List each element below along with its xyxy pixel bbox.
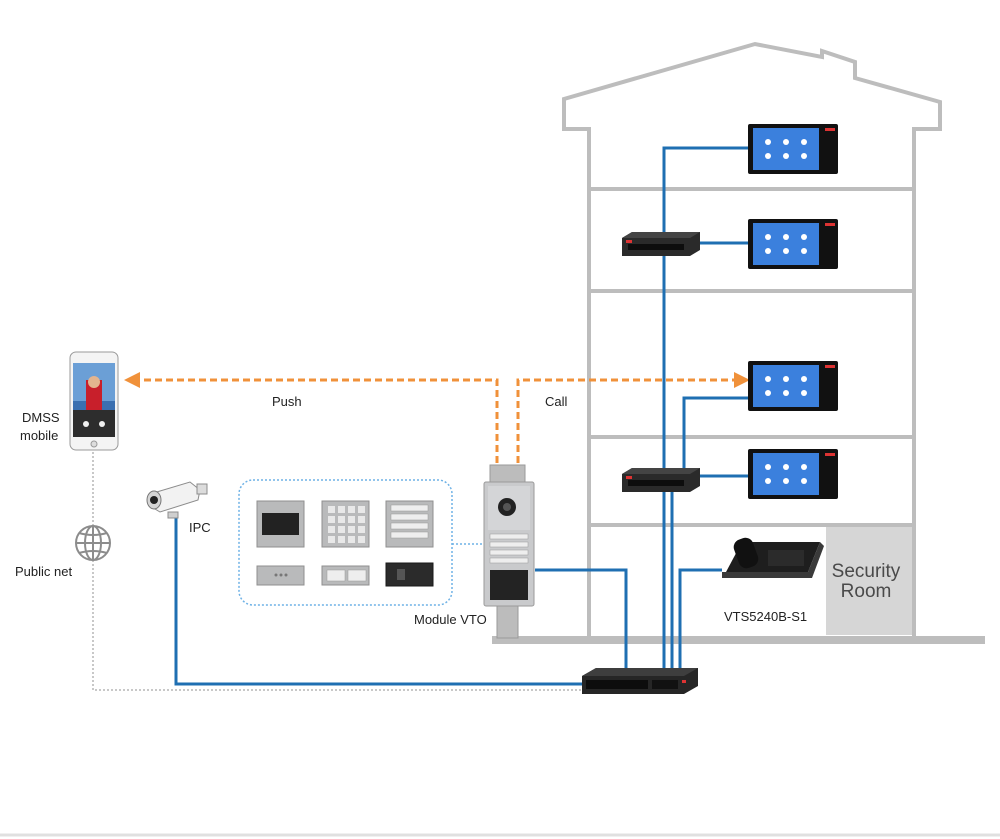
ipc-label: IPC [189, 520, 211, 535]
camera-icon [146, 481, 208, 519]
module-card-reader-icon [385, 562, 434, 587]
desk-phone-icon [722, 537, 824, 578]
indoor-monitor-icon [748, 219, 838, 269]
push-call-arrows [138, 378, 735, 463]
module-blank-icon [256, 565, 305, 586]
push-label: Push [272, 394, 302, 409]
module-options-box [238, 479, 453, 606]
module-keypad-icon [321, 500, 370, 548]
building [562, 41, 942, 639]
security-room [826, 527, 912, 635]
poe-switch-icon [622, 232, 700, 256]
push-arrow-line [138, 378, 499, 463]
dmss-label-line2: mobile [20, 428, 58, 443]
cable-ipc [174, 518, 584, 686]
cable-switch2-monitor3 [682, 396, 750, 489]
cable-main-trunk [662, 146, 750, 679]
poe-switch-icon [622, 468, 700, 492]
public-net-line [92, 452, 584, 691]
public-net-label: Public net [15, 564, 72, 579]
module-vto-label: Module VTO [414, 612, 487, 627]
module-button2-icon [321, 565, 370, 586]
globe-icon [75, 525, 111, 561]
call-arrow-line [516, 378, 735, 463]
security-room-label-line1: Security [832, 561, 901, 582]
call-label: Call [545, 394, 568, 409]
smartphone-icon [69, 351, 119, 451]
indoor-monitor-icon [748, 361, 838, 411]
main-switch-icon [582, 668, 698, 694]
module-camera-icon [256, 500, 305, 548]
indoor-monitor-icon [748, 124, 838, 174]
module-buttons-icon [385, 500, 434, 548]
call-arrowhead [734, 372, 750, 388]
vto-panel-icon [483, 464, 535, 639]
indoor-monitor-icon [748, 449, 838, 499]
dmss-label-line1: DMSS [22, 410, 60, 425]
building-roof [562, 41, 942, 639]
vto-mount-top [489, 464, 526, 484]
cable-vts [678, 568, 722, 679]
push-arrowhead [124, 372, 140, 388]
cable-vto [535, 568, 628, 679]
network-cables [174, 146, 750, 686]
vts-label: VTS5240B-S1 [724, 609, 807, 624]
security-room-label-line2: Room [841, 581, 892, 602]
